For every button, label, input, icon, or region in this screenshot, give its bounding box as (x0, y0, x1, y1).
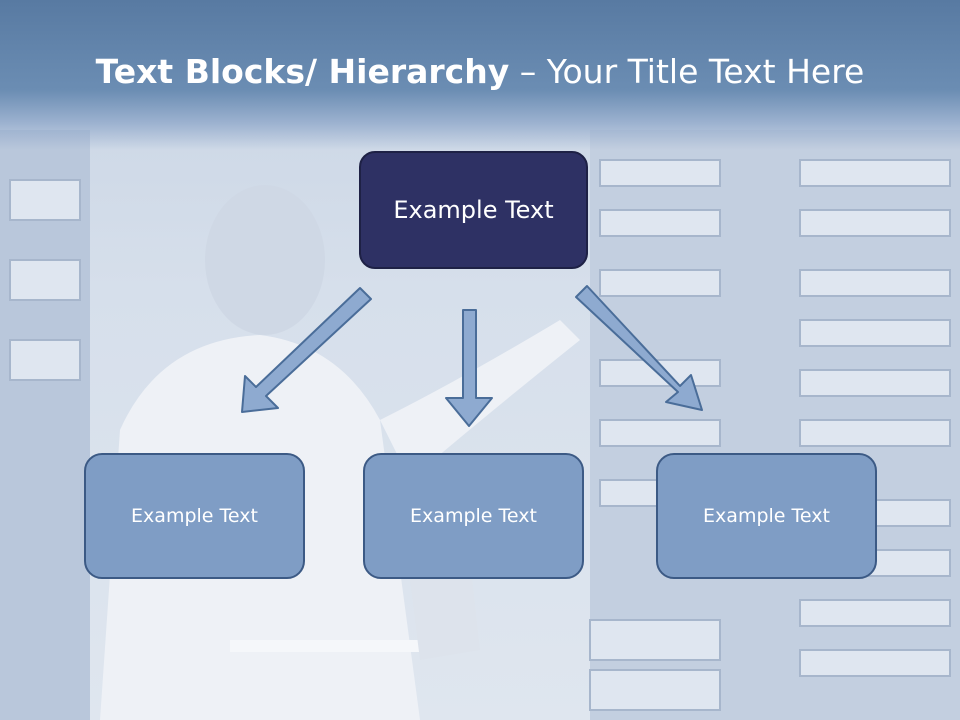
child-block-left: Example Text (84, 453, 305, 579)
title-bold: Text Blocks/ Hierarchy (95, 52, 510, 91)
title-bar (0, 0, 960, 150)
arrow-right (575, 285, 703, 411)
title-regular: – Your Title Text Here (509, 52, 865, 91)
child-block-right: Example Text (656, 453, 877, 579)
top-block: Example Text (359, 151, 588, 269)
arrow-left (241, 287, 372, 413)
arrow-center (445, 309, 493, 427)
child-block-center: Example Text (363, 453, 584, 579)
slide-title: Text Blocks/ Hierarchy – Your Title Text… (0, 52, 960, 91)
